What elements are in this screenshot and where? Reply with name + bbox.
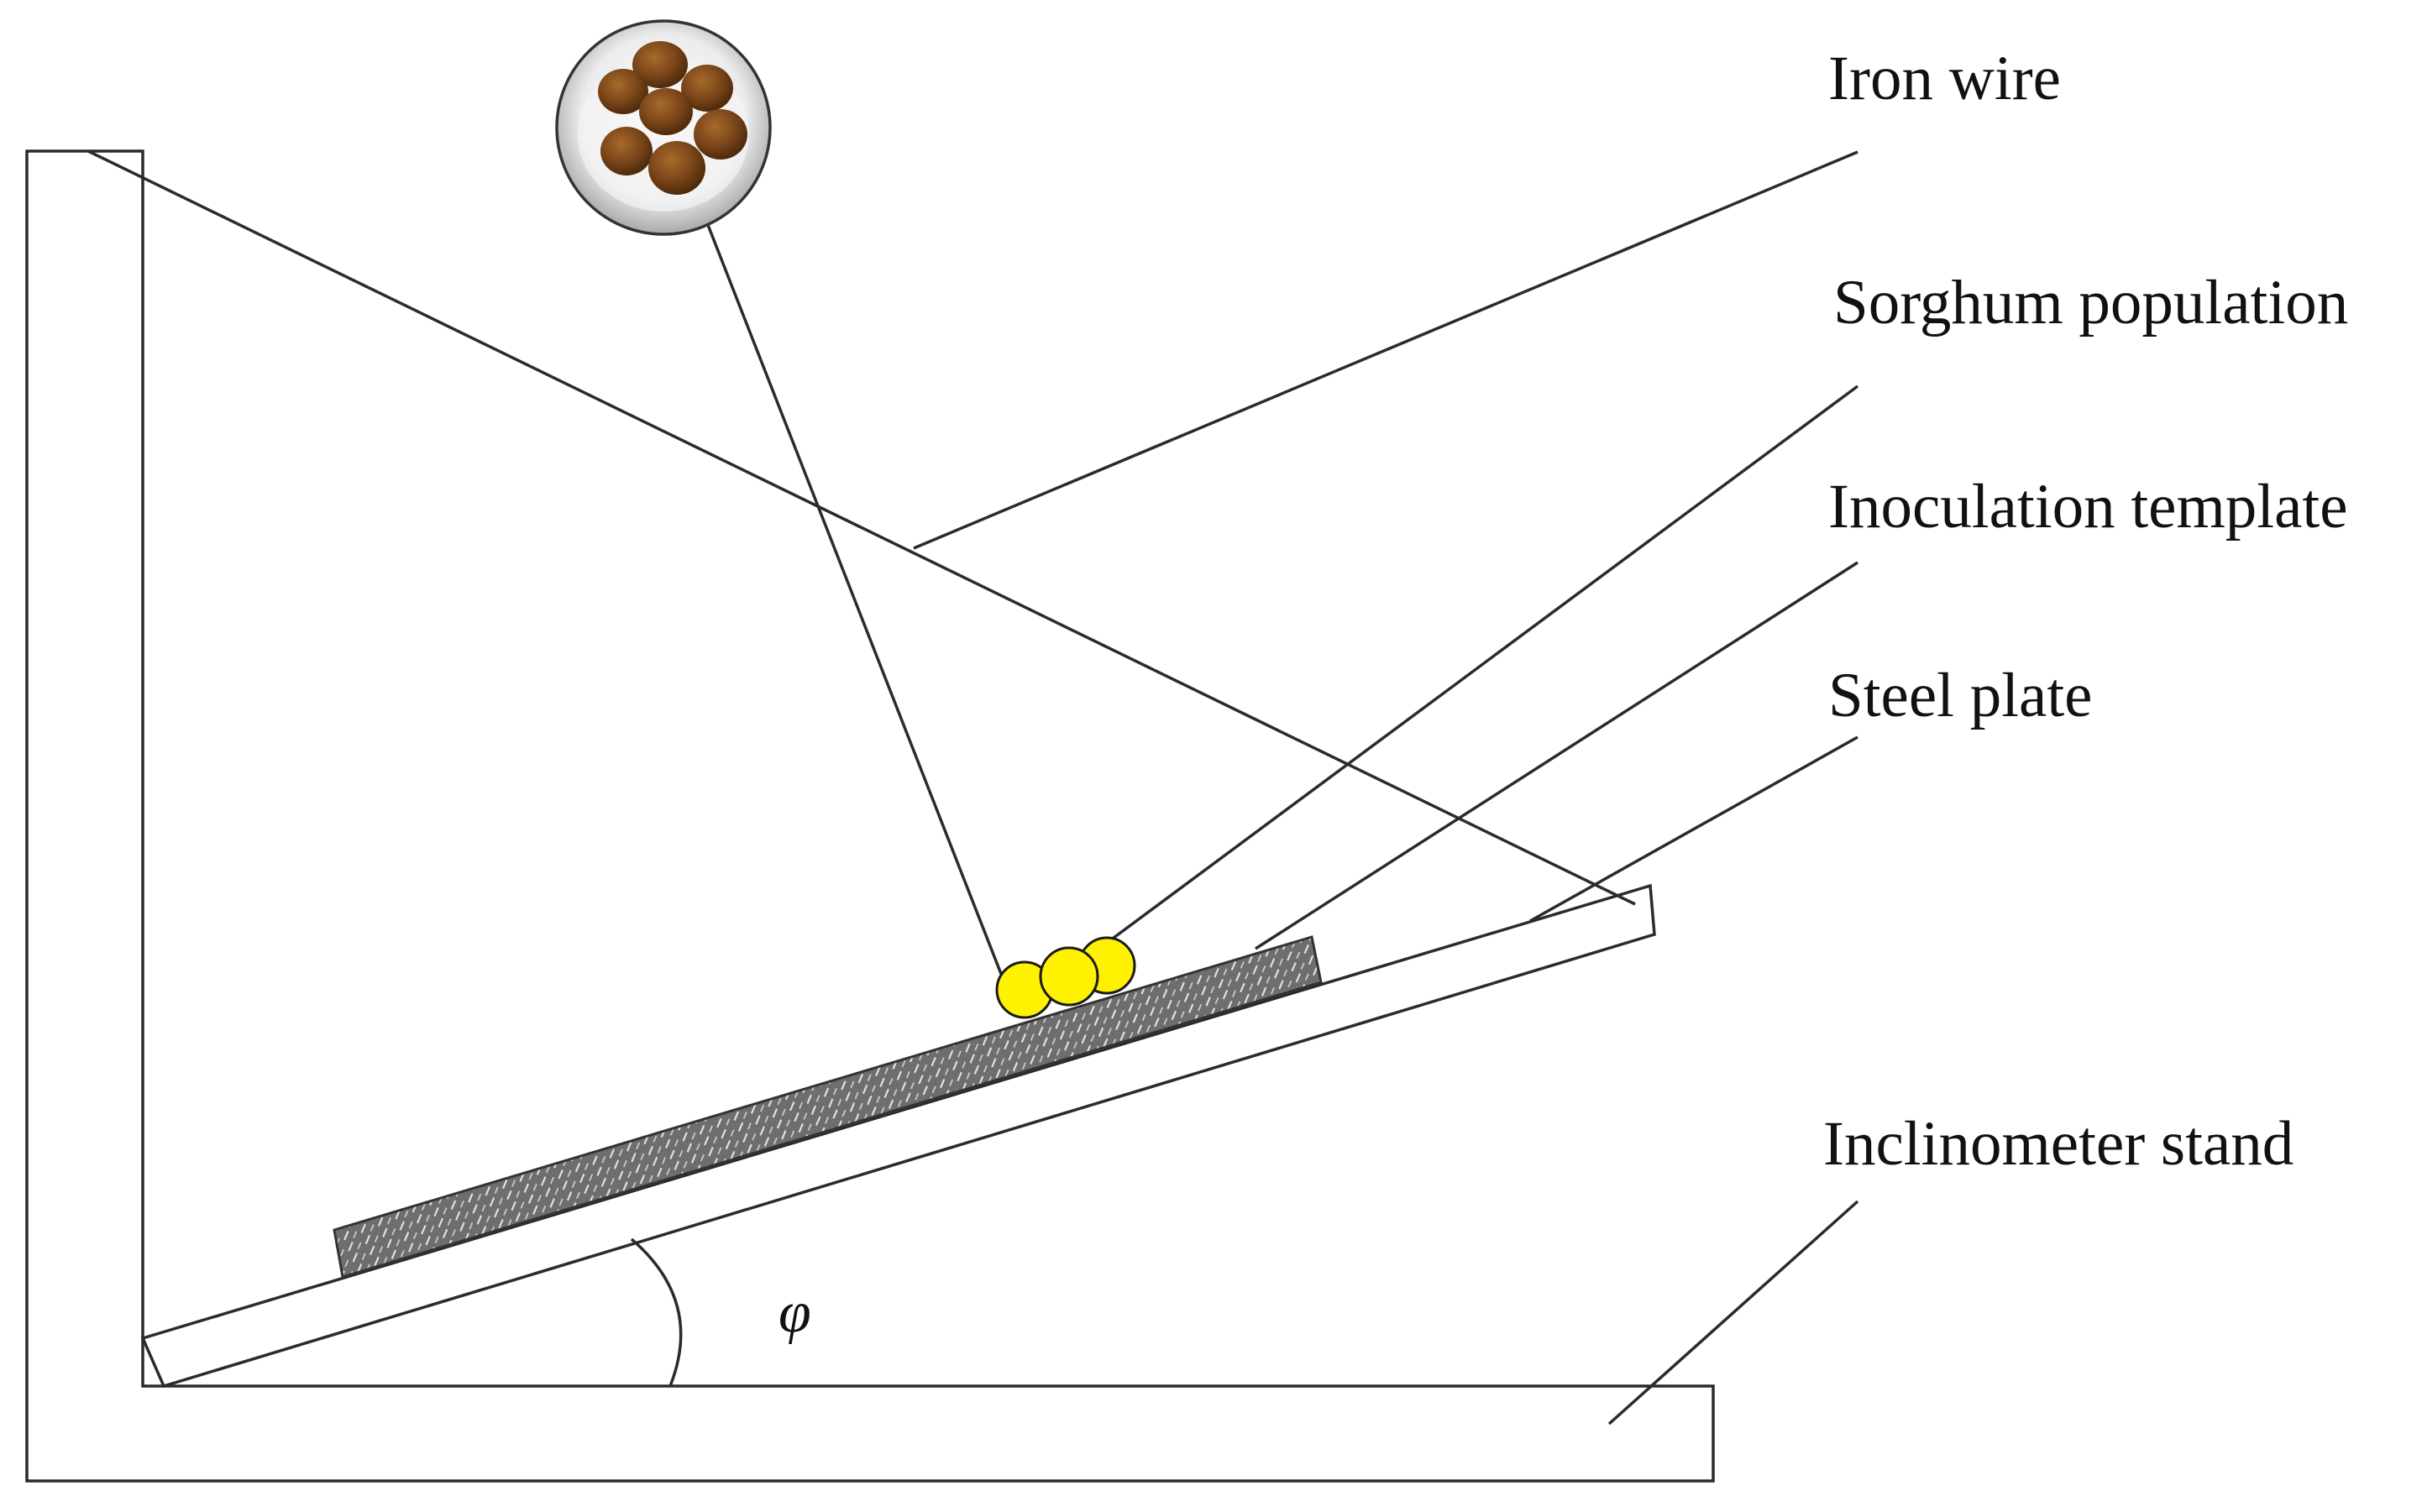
sorghum-seeds [995, 936, 1136, 1019]
steel-plate [140, 883, 1656, 1389]
angle-phi-label: φ [778, 1280, 811, 1345]
grain [598, 69, 648, 114]
iron-wire [87, 149, 1636, 906]
grain [639, 88, 693, 135]
inclinometer-stand [25, 149, 1715, 1483]
grain [632, 41, 688, 88]
leader-sorghum-population [1105, 385, 1859, 944]
grain [600, 127, 653, 175]
sorghum-zoom-line [706, 224, 1003, 975]
label-sorghum-population: Sorghum population [1833, 268, 2348, 337]
grain [681, 65, 733, 112]
label-inoculation-template: Inoculation template [1828, 472, 2348, 541]
grain [648, 141, 705, 195]
label-inclinometer-stand: Inclinometer stand [1823, 1109, 2294, 1179]
sorghum-photo-inset [555, 19, 772, 236]
grain [694, 109, 747, 160]
seed [1039, 946, 1099, 1007]
leader-iron-wire [913, 150, 1858, 550]
angle-arc [630, 1237, 683, 1387]
leader-inclinometer-stand [1607, 1200, 1859, 1426]
leader-steel-plate [1529, 735, 1858, 923]
inoculation-template [333, 935, 1323, 1279]
label-iron-wire: Iron wire [1828, 44, 2061, 113]
leader-inoculation-template [1255, 561, 1858, 950]
label-steel-plate: Steel plate [1828, 661, 2092, 730]
